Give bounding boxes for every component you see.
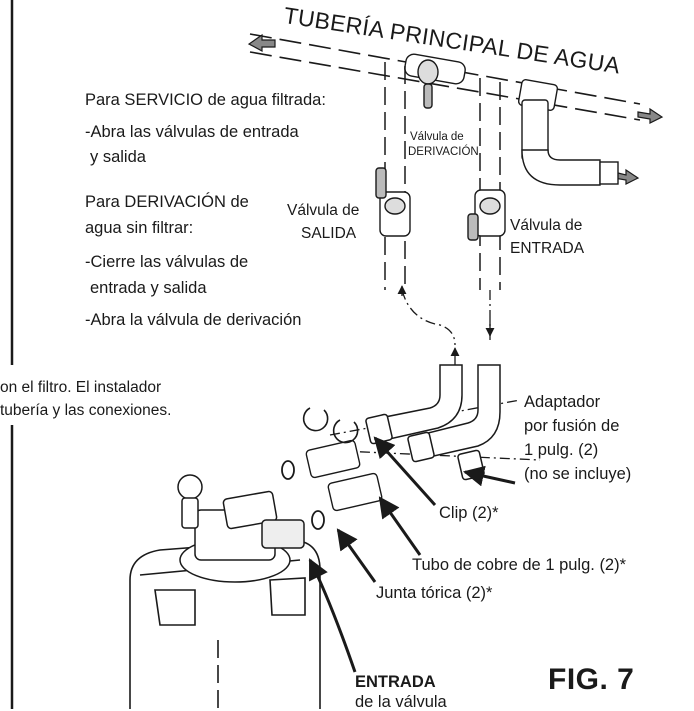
figure-label: FIG. 7 bbox=[548, 663, 635, 696]
o-ring-icons bbox=[281, 460, 325, 530]
note-line-1: on el filtro. El instalador bbox=[0, 379, 162, 396]
bypass-valve-label-2: DERIVACIÓN bbox=[408, 146, 479, 158]
outlet-drop-pipe bbox=[384, 62, 406, 290]
o-ring-label: Junta tórica (2)* bbox=[376, 584, 493, 602]
adapter-elbow-right bbox=[407, 364, 501, 481]
bypass-step-2: -Abra la válvula de derivación bbox=[85, 311, 302, 329]
valve-inlet-label-2: de la válvula bbox=[355, 693, 447, 711]
flow-arrow-left-icon bbox=[247, 33, 276, 53]
clip-label: Clip (2)* bbox=[439, 504, 499, 522]
service-heading: Para SERVICIO de agua filtrada: bbox=[85, 91, 326, 109]
note-line-2: tubería y las conexiones. bbox=[0, 402, 172, 419]
inlet-valve-icon bbox=[467, 189, 506, 241]
bypass-heading-2: agua sin filtrar: bbox=[85, 219, 194, 237]
bypass-heading-1: Para DERIVACIÓN de bbox=[85, 193, 249, 211]
adapter-label-1: Adaptador bbox=[524, 393, 601, 411]
outlet-valve-icon bbox=[375, 167, 411, 237]
bypass-step-1: -Cierre las válvulas de bbox=[85, 253, 249, 271]
leader-arrows bbox=[308, 436, 516, 673]
adapter-elbow-left bbox=[365, 364, 463, 445]
outlet-valve-label-1: Válvula de bbox=[287, 202, 360, 219]
service-step-1b: y salida bbox=[90, 148, 146, 166]
adapter-label-2: por fusión de bbox=[524, 417, 620, 435]
bypass-valve-label-1: Válvula de bbox=[410, 131, 464, 143]
adapter-label-3: 1 pulg. (2) bbox=[524, 441, 599, 459]
copper-tube-icons bbox=[305, 439, 383, 512]
right-tee-fitting bbox=[517, 79, 619, 186]
clip-icons bbox=[302, 407, 359, 444]
adapter-label-4: (no se incluye) bbox=[524, 465, 632, 483]
outlet-valve-label-2: SALIDA bbox=[301, 225, 357, 242]
copper-tube-label: Tubo de cobre de 1 pulg. (2)* bbox=[412, 556, 627, 574]
inlet-drop-pipe bbox=[479, 78, 501, 290]
valve-head-icon bbox=[177, 474, 305, 583]
service-step-1: -Abra las válvulas de entrada bbox=[85, 123, 299, 141]
bypass-valve-icon bbox=[404, 53, 466, 109]
inlet-valve-label-1: Válvula de bbox=[510, 217, 583, 234]
valve-inlet-label-1: ENTRADA bbox=[355, 673, 436, 691]
bypass-step-1b: entrada y salida bbox=[90, 279, 207, 297]
inlet-valve-label-2: ENTRADA bbox=[510, 240, 585, 257]
flow-arrow-right-icon-top bbox=[637, 107, 664, 124]
